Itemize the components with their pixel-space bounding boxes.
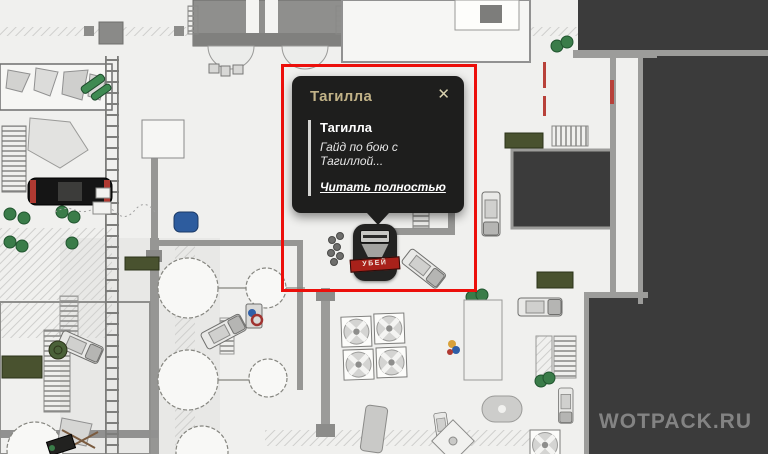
watermark: WOTPACK.RU: [598, 410, 752, 433]
blue-jacket: [173, 211, 199, 233]
boss-mask-visor: [360, 230, 390, 243]
upper-right-building: [341, 0, 531, 63]
fan-unit: [530, 430, 560, 454]
popup-title: Тагилла: [310, 88, 373, 105]
boss-mask-visor-slot: [363, 235, 387, 238]
gear-cluster: [327, 232, 344, 266]
green-pipes: [80, 73, 112, 101]
boss-popup: Тагилла ✕ Тагилла Гайд по бою с Тагиллой…: [292, 76, 464, 225]
military-crates: [1, 132, 574, 379]
dark-exterior: [510, 0, 768, 454]
close-icon[interactable]: ✕: [437, 86, 450, 103]
article-title: Тагилла: [320, 120, 372, 135]
rail-track: [98, 21, 124, 454]
top-building: [187, 0, 347, 77]
black-car: [27, 177, 113, 206]
misc-props: [45, 73, 523, 454]
popup-article: Тагилла Гайд по бою с Тагиллой... Читать…: [308, 120, 450, 196]
boss-marker-tagilla[interactable]: УБЕЙ: [349, 224, 401, 281]
boss-marker-banner: УБЕЙ: [349, 256, 401, 273]
read-more-link[interactable]: Читать полностью: [320, 180, 446, 194]
boss-mask-icon: УБЕЙ: [349, 224, 401, 281]
article-description: Гайд по бою с Тагиллой...: [320, 140, 398, 168]
stairs-and-vents: [1, 125, 589, 413]
vehicles: [27, 177, 574, 454]
boss-mask-chin: [361, 244, 389, 257]
popup-header: Тагилла ✕: [292, 76, 464, 106]
